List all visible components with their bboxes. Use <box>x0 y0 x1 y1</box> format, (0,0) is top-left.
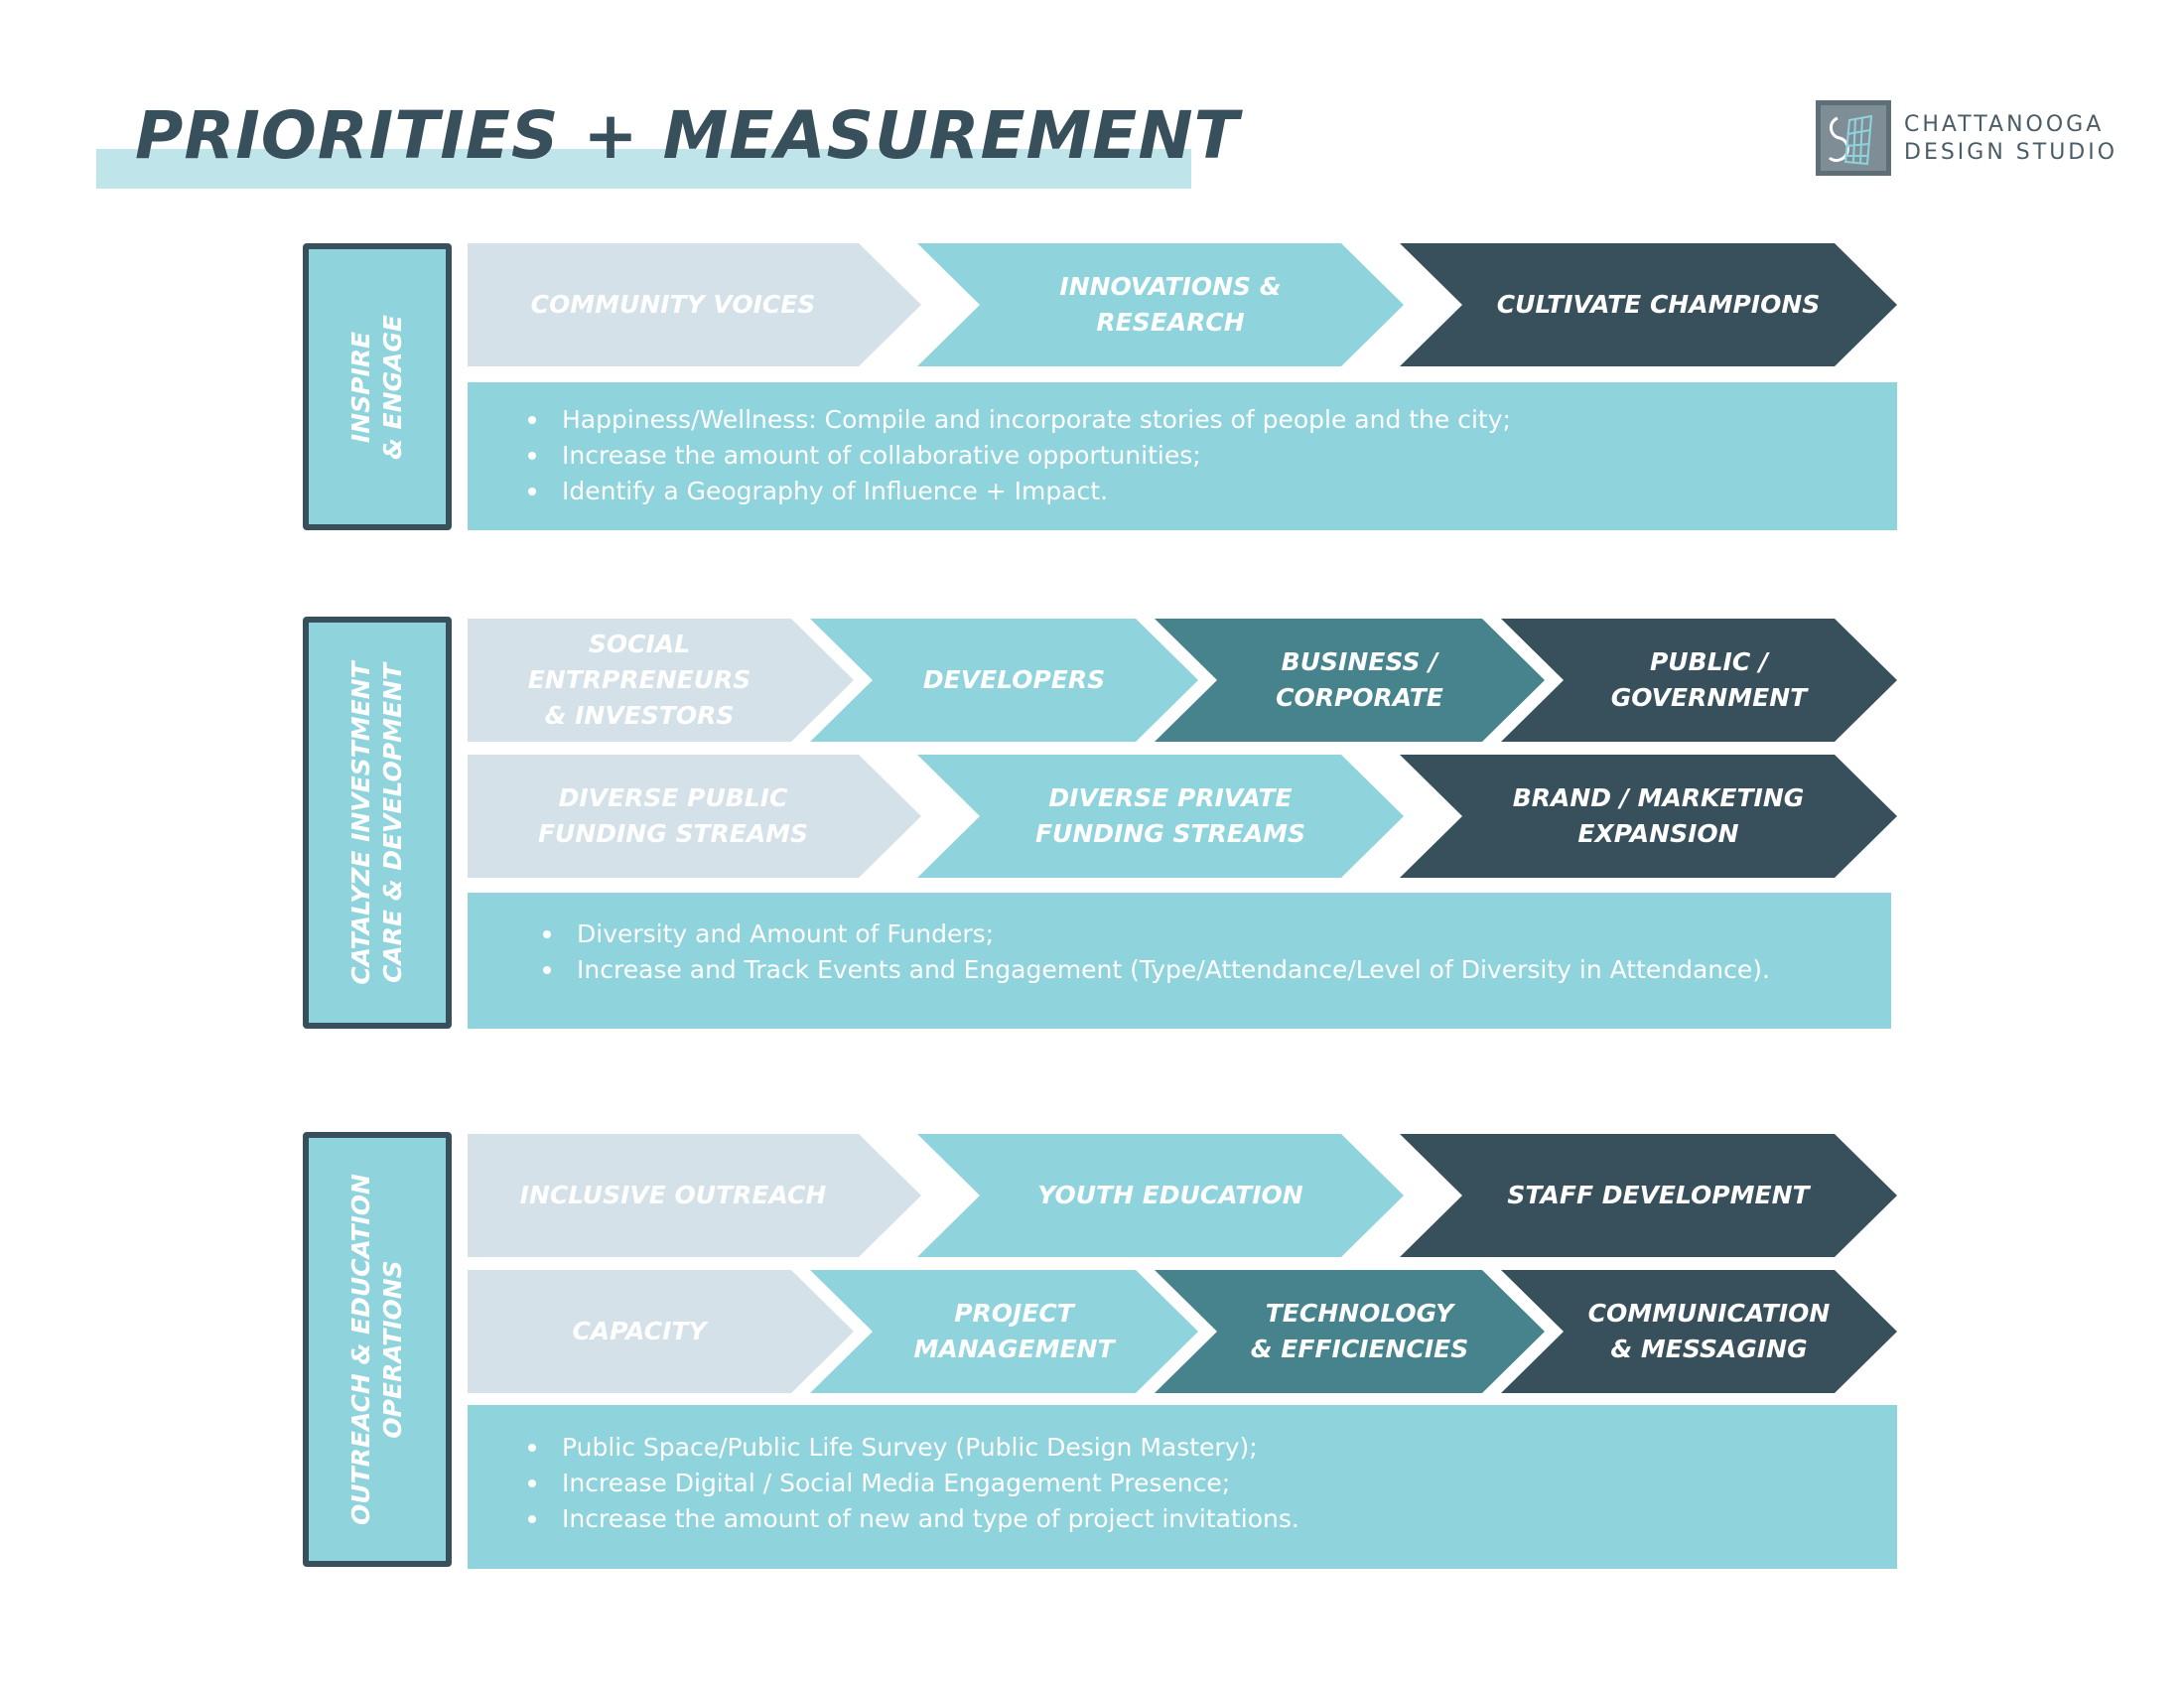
chevron-arrow <box>468 1270 854 1393</box>
chevron-arrow <box>810 619 1198 742</box>
section-label-line-2: & ENGAGE <box>378 314 407 460</box>
logo-wordmark: CHATTANOOGA DESIGN STUDIO <box>1904 111 2117 167</box>
chevron-label-line: PROJECT <box>954 1299 1074 1328</box>
chevron-label-line: SOCIAL <box>588 630 691 658</box>
arrow-shapes <box>468 1134 1897 1257</box>
bullet-item: Happiness/Wellness: Compile and incorpor… <box>528 402 1511 438</box>
section-label-line-2: OPERATIONS <box>378 1260 407 1439</box>
chevron-label-line: GOVERNMENT <box>1610 683 1808 712</box>
chevron-arrow <box>917 1134 1404 1257</box>
chevron-label-line: COMMUNICATION <box>1587 1299 1831 1328</box>
bullet-item: Increase Digital / Social Media Engageme… <box>528 1466 1299 1501</box>
section-label-catalyze-investment: CATALYZE INVESTMENT CARE & DEVELOPMENT <box>303 617 452 1029</box>
chevron-label-line: & MESSAGING <box>1610 1335 1808 1363</box>
chevron-label: TECHNOLOGY & EFFICIENCIES <box>1223 1270 1496 1393</box>
chevron-label: PROJECT MANAGEMENT <box>879 1270 1150 1393</box>
arrow-shapes <box>468 243 1897 366</box>
arrow-row: COMMUNITY VOICES INNOVATIONS & RESEARCH CU… <box>468 243 1897 366</box>
bullet-item: Increase the amount of new and type of p… <box>528 1501 1299 1537</box>
logo-line-1: CHATTANOOGA <box>1904 112 2105 137</box>
measurement-box: Diversity and Amount of Funders; Increas… <box>468 893 1891 1029</box>
arrow-row: SOCIAL ENTRPRENEURS & INVESTORS DEVELOPERS B… <box>468 619 1897 742</box>
chevron-label-line: YOUTH EDUCATION <box>1037 1181 1303 1209</box>
chevron-label: BUSINESS / CORPORATE <box>1223 619 1496 742</box>
bullet-item: Increase the amount of collaborative opp… <box>528 438 1511 474</box>
logo-line-2: DESIGN STUDIO <box>1904 140 2118 165</box>
chevron-label: CULTIVATE CHAMPIONS <box>1468 243 1848 366</box>
bullet-item: Diversity and Amount of Funders; <box>543 916 1770 952</box>
chevron-label: DIVERSE PUBLIC FUNDING STREAMS <box>474 755 873 878</box>
chevron-arrow <box>468 619 854 742</box>
bullet-item: Increase and Track Events and Engagement… <box>543 952 1770 988</box>
chevron-label-line: CAPACITY <box>572 1317 707 1345</box>
arrow-shapes <box>468 619 1897 742</box>
chevron-label: DIVERSE PRIVATE FUNDING STREAMS <box>986 755 1355 878</box>
chevron-label: INNOVATIONS & RESEARCH <box>986 243 1355 366</box>
section-label-line-1: CATALYZE INVESTMENT <box>346 660 375 985</box>
chevron-label: COMMUNICATION & MESSAGING <box>1570 1270 1848 1393</box>
arrow-row: CAPACITY PROJECT MANAGEMENT TECHNOLOGY & EFF… <box>468 1270 1897 1393</box>
chevron-label: YOUTH EDUCATION <box>986 1134 1355 1257</box>
section-label-outreach-education: OUTREACH & EDUCATION OPERATIONS <box>303 1132 452 1567</box>
chevron-arrow <box>468 1134 921 1257</box>
chevron-label-line: & EFFICIENCIES <box>1250 1335 1469 1363</box>
chevron-arrow <box>917 755 1404 878</box>
chevron-label: DEVELOPERS <box>879 619 1150 742</box>
chevron-label-line: FUNDING STREAMS <box>537 819 809 848</box>
chevron-label-line: ENTRPRENEURS <box>527 665 751 694</box>
chevron-label-line: TECHNOLOGY <box>1265 1299 1454 1328</box>
section-label-line-1: INSPIRE <box>346 331 375 443</box>
arrow-row: INCLUSIVE OUTREACH YOUTH EDUCATION STAFF D… <box>468 1134 1897 1257</box>
chevron-label-line: COMMUNITY VOICES <box>530 290 816 319</box>
chevron-label: INCLUSIVE OUTREACH <box>474 1134 873 1257</box>
chevron-arrow <box>1155 1270 1545 1393</box>
arrow-shapes <box>468 1270 1897 1393</box>
chevron-arrow <box>917 243 1404 366</box>
chevron-arrow <box>1400 755 1897 878</box>
chevron-label: COMMUNITY VOICES <box>474 243 873 366</box>
section-label-line-2: CARE & DEVELOPMENT <box>378 662 407 983</box>
chevron-label: CAPACITY <box>474 1270 805 1393</box>
bullet-item: Public Space/Public Life Survey (Public … <box>528 1430 1299 1466</box>
chevron-label: BRAND / MARKETING EXPANSION <box>1468 755 1848 878</box>
chevron-label-line: DEVELOPERS <box>922 665 1106 694</box>
chevron-arrow <box>1155 619 1545 742</box>
chevron-label-line: STAFF DEVELOPMENT <box>1507 1181 1810 1209</box>
chevron-label: STAFF DEVELOPMENT <box>1468 1134 1848 1257</box>
chevron-label-line: INCLUSIVE OUTREACH <box>519 1181 827 1209</box>
chevron-label-line: MANAGEMENT <box>913 1335 1115 1363</box>
chevron-label-line: CORPORATE <box>1276 683 1443 712</box>
chevron-arrow <box>1400 243 1897 366</box>
chevron-label-line: INNOVATIONS & RESEARCH <box>1059 272 1282 337</box>
page-title: PRIORITIES + MEASUREMENT <box>135 97 1240 174</box>
section-label-inspire-engage: INSPIRE & ENGAGE <box>303 243 452 530</box>
measurement-box: Happiness/Wellness: Compile and incorpor… <box>468 382 1897 530</box>
chattanooga-design-studio-logo <box>1816 100 1891 176</box>
chevron-arrow <box>468 243 921 366</box>
chevron-label-line: CULTIVATE CHAMPIONS <box>1496 290 1821 319</box>
chevron-arrow <box>1501 1270 1897 1393</box>
chevron-label-line: PUBLIC / <box>1649 647 1769 676</box>
chevron-label-line: DIVERSE PUBLIC <box>558 783 788 812</box>
section-label-line-1: OUTREACH & EDUCATION <box>346 1174 375 1525</box>
bullet-item: Identify a Geography of Influence + Impa… <box>528 474 1511 509</box>
chevron-label: PUBLIC / GOVERNMENT <box>1570 619 1848 742</box>
chevron-label-line: DIVERSE PRIVATE <box>1048 783 1293 812</box>
chevron-label-line: BRAND / MARKETING <box>1512 783 1805 812</box>
chevron-label: SOCIAL ENTRPRENEURS & INVESTORS <box>474 619 805 742</box>
measurement-box: Public Space/Public Life Survey (Public … <box>468 1405 1897 1569</box>
chevron-arrow <box>1400 1134 1897 1257</box>
chevron-label-line: FUNDING STREAMS <box>1034 819 1306 848</box>
chevron-label-line: EXPANSION <box>1577 819 1739 848</box>
chevron-arrow <box>468 755 921 878</box>
arrow-shapes <box>468 755 1897 878</box>
chevron-arrow <box>810 1270 1198 1393</box>
chevron-arrow <box>1501 619 1897 742</box>
chevron-label-line: BUSINESS / <box>1281 647 1438 676</box>
chevron-label-line: & INVESTORS <box>544 701 735 730</box>
title-highlight-band <box>96 149 1191 189</box>
